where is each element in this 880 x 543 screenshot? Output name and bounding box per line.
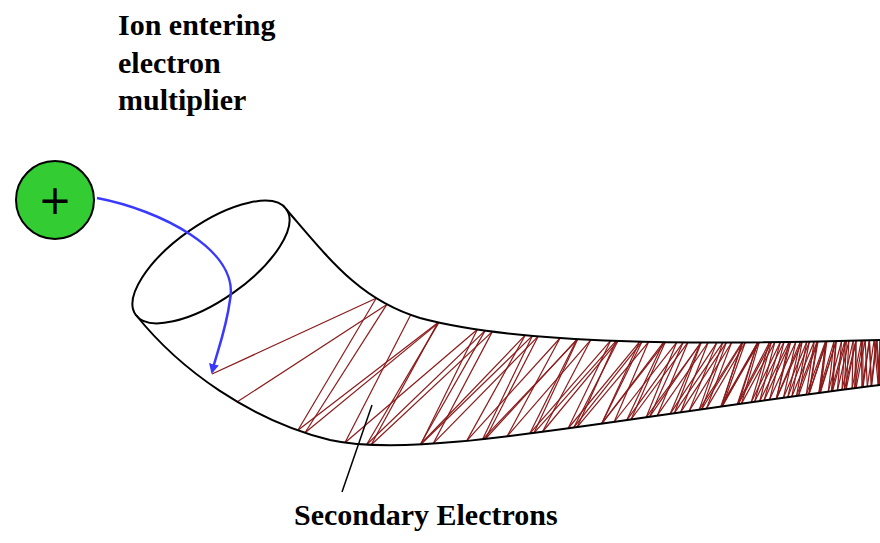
electron-path xyxy=(833,341,847,391)
electron-path xyxy=(867,340,874,386)
electron-path xyxy=(574,341,618,428)
electron-path xyxy=(614,342,677,422)
electron-path xyxy=(806,341,825,394)
electron-path xyxy=(879,340,880,385)
electron-path xyxy=(792,342,802,397)
charge-sign: + xyxy=(38,180,72,220)
electron-path xyxy=(855,341,863,389)
electron-path xyxy=(702,343,743,410)
electron-path xyxy=(298,322,438,430)
ion-label: Ion entering electron multiplier xyxy=(118,6,318,119)
electron-path xyxy=(878,340,880,385)
horn-lower-wall xyxy=(136,315,880,445)
electron-path xyxy=(298,298,376,430)
electron-path xyxy=(760,342,775,401)
electron-path xyxy=(751,342,780,402)
electron-path xyxy=(577,341,616,427)
electron-path xyxy=(485,336,538,439)
electron-path xyxy=(646,343,701,418)
electron-path xyxy=(614,342,649,422)
electron-path xyxy=(699,343,723,410)
electron-path xyxy=(777,342,790,399)
electron-path xyxy=(237,304,387,401)
electron-path xyxy=(742,342,775,403)
electron-path xyxy=(367,331,486,445)
electron-path xyxy=(305,323,439,433)
electron-path xyxy=(420,335,525,444)
electron-path xyxy=(534,339,578,433)
secondary-electron-paths xyxy=(212,298,880,445)
electron-path xyxy=(674,343,723,414)
electron-path xyxy=(421,330,478,445)
electron-path xyxy=(777,342,803,399)
electron-path xyxy=(212,298,376,374)
electron-path xyxy=(856,340,865,388)
electron-path xyxy=(770,342,796,400)
electron-path xyxy=(542,340,590,432)
electron-path xyxy=(483,339,578,439)
electron-path xyxy=(819,341,834,393)
electron-path xyxy=(646,342,677,417)
horn-upper-wall xyxy=(286,209,880,343)
electron-path xyxy=(792,342,814,397)
electron-path xyxy=(305,304,387,432)
electron-path xyxy=(699,343,742,410)
electron-path xyxy=(874,340,878,385)
electron-path xyxy=(577,342,649,427)
electron-path xyxy=(865,340,867,386)
electron-path xyxy=(433,332,492,444)
electron-path xyxy=(852,341,861,389)
electron-path xyxy=(764,342,791,400)
ion-circle: + xyxy=(15,160,95,240)
electron-path xyxy=(674,343,701,414)
electron-path xyxy=(421,336,533,445)
ion-path-arrow xyxy=(97,198,231,372)
electron-path xyxy=(483,336,533,439)
electron-path xyxy=(722,342,760,406)
secondary-electrons-label: Secondary Electrons xyxy=(294,496,734,534)
leader-line xyxy=(342,405,372,492)
electron-path xyxy=(534,341,616,433)
electron-path xyxy=(845,341,856,390)
electron-path xyxy=(345,315,411,443)
electron-path xyxy=(806,342,814,395)
electron-path xyxy=(742,342,760,403)
electron-path xyxy=(722,343,743,407)
electron-path xyxy=(433,336,538,443)
electron-path xyxy=(631,342,688,419)
electron-path xyxy=(760,342,789,401)
electron-path xyxy=(367,323,439,445)
electron-path xyxy=(855,341,856,388)
horn-opening xyxy=(114,178,308,346)
